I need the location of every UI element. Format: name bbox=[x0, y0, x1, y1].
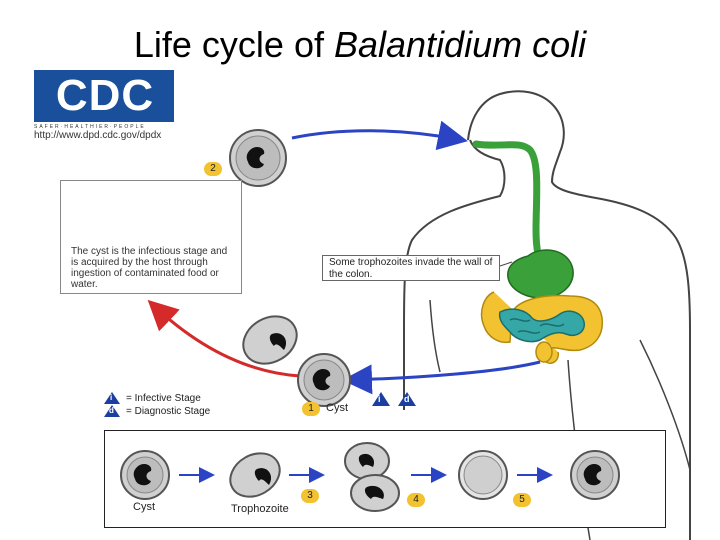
cdc-tagline: SAFER·HEALTHIER·PEOPLE bbox=[34, 124, 146, 130]
legend-diagnostic-symbol: d bbox=[109, 406, 114, 415]
seq-trophozoite-nucleus bbox=[254, 468, 272, 485]
cdc-url: http://www.dpd.cdc.gov/dpdx bbox=[34, 130, 162, 141]
cycle-arrow-environment bbox=[147, 299, 301, 378]
legend-infective-icon bbox=[104, 392, 120, 404]
human-neck-front bbox=[402, 139, 506, 410]
human-silhouette bbox=[467, 90, 692, 540]
legend-diagnostic: d = Diagnostic Stage bbox=[104, 405, 210, 418]
trophozoite-cycle bbox=[242, 315, 298, 365]
seq-trophozoite-label: Trophozoite bbox=[231, 503, 289, 515]
cyst-label-cycle: Cyst bbox=[326, 402, 348, 414]
small-intestine-coils bbox=[509, 318, 565, 334]
legend-diagnostic-label: = Diagnostic Stage bbox=[126, 406, 211, 417]
cycle-arrow-ingestion bbox=[291, 120, 468, 151]
slide-title: Life cycle of Balantidium coli bbox=[0, 24, 720, 66]
seq-dividing-upper-nucleus bbox=[358, 453, 375, 467]
seq-cyst-label: Cyst bbox=[133, 501, 155, 513]
step-badge-2: 2 bbox=[204, 162, 222, 176]
title-organism: Balantidium coli bbox=[333, 24, 587, 65]
seq-cyst-nucleus bbox=[133, 464, 152, 486]
step-badge-3: 3 bbox=[301, 489, 319, 503]
colon-note: Some trophozoites invade the wall of the… bbox=[322, 255, 500, 281]
seq-trophozoite bbox=[229, 452, 281, 498]
esophagus bbox=[472, 140, 544, 266]
seq-dividing-lower-nucleus bbox=[364, 485, 384, 499]
cycle-arrow-excretion bbox=[342, 360, 541, 395]
cdc-logo-letters: CDC bbox=[55, 71, 155, 120]
food-box-text: The cyst is the infectious stage and is … bbox=[71, 246, 228, 290]
human-arm-line bbox=[429, 299, 441, 373]
title-prefix: Life cycle of bbox=[133, 24, 334, 65]
stomach bbox=[507, 249, 574, 299]
development-sequence-panel: Cyst Trophozoite 3 4 5 bbox=[104, 430, 666, 528]
infective-stage-badge: i bbox=[372, 392, 390, 406]
diagnostic-stage-badge: d bbox=[398, 392, 416, 406]
cyst-bottom-nucleus bbox=[312, 369, 331, 391]
step-badge-4: 4 bbox=[407, 493, 425, 507]
connector-line-colon-note bbox=[499, 261, 513, 267]
step-badge-5: 5 bbox=[513, 493, 531, 507]
infective-badge-letter: i bbox=[378, 394, 381, 404]
food-water-box: The cyst is the infectious stage and is … bbox=[60, 180, 242, 294]
human-hip-line bbox=[639, 339, 691, 471]
seq-mature-cyst-nucleus bbox=[583, 464, 602, 486]
legend-infective-label: = Infective Stage bbox=[126, 393, 201, 404]
development-sequence-drawing bbox=[120, 442, 620, 512]
trophozoite-cycle-nucleus bbox=[269, 333, 287, 350]
legend: i = Infective Stage d = Diagnostic Stage bbox=[104, 392, 210, 418]
rectum bbox=[535, 341, 553, 363]
legend-diagnostic-icon bbox=[104, 405, 120, 417]
legend-infective-symbol: i bbox=[110, 393, 113, 402]
cyst-top-nucleus bbox=[246, 147, 265, 169]
legend-infective: i = Infective Stage bbox=[104, 392, 210, 405]
cdc-logo-box: CDC bbox=[34, 70, 174, 122]
step-badge-1: 1 bbox=[302, 402, 320, 416]
cdc-logo: CDC SAFER·HEALTHIER·PEOPLE http://www.dp… bbox=[34, 70, 290, 141]
diagnostic-badge-letter: d bbox=[404, 394, 410, 404]
